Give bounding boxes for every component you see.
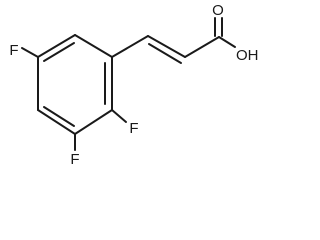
atom-label-f-bottom-right: F: [129, 120, 138, 137]
ring-bond-top: [74, 34, 113, 58]
vinyl-double-bond-outer: [147, 35, 186, 58]
atom-label-oxygen: O: [212, 2, 224, 19]
ring-bond-bottom-left: [37, 109, 76, 135]
ring-bond-top-left-inner: [43, 42, 75, 62]
bond-to-f-left: [21, 47, 39, 58]
atom-label-f-left: F: [9, 42, 18, 59]
ring-bond-top-left: [37, 34, 76, 58]
bond-to-hydroxyl: [218, 36, 236, 48]
molecule-structure: F F F O OH: [9, 2, 258, 168]
ring-bond-bottom-left-inner: [43, 106, 75, 127]
benzene-ring: [37, 34, 113, 135]
vinyl-double-bond-inner: [148, 43, 182, 64]
bond-ring-to-vinyl: [111, 35, 149, 58]
atom-label-f-bottom: F: [70, 151, 79, 168]
acrylic-chain: [111, 17, 236, 64]
atom-label-hydroxyl: OH: [236, 47, 259, 64]
bond-to-f-bottom-right: [111, 109, 127, 123]
atom-labels: F F F O OH: [9, 2, 258, 168]
ring-bond-bottom-right: [74, 109, 113, 135]
substituent-bonds: [21, 47, 127, 151]
bond-vinyl-to-carboxyl: [184, 36, 220, 58]
